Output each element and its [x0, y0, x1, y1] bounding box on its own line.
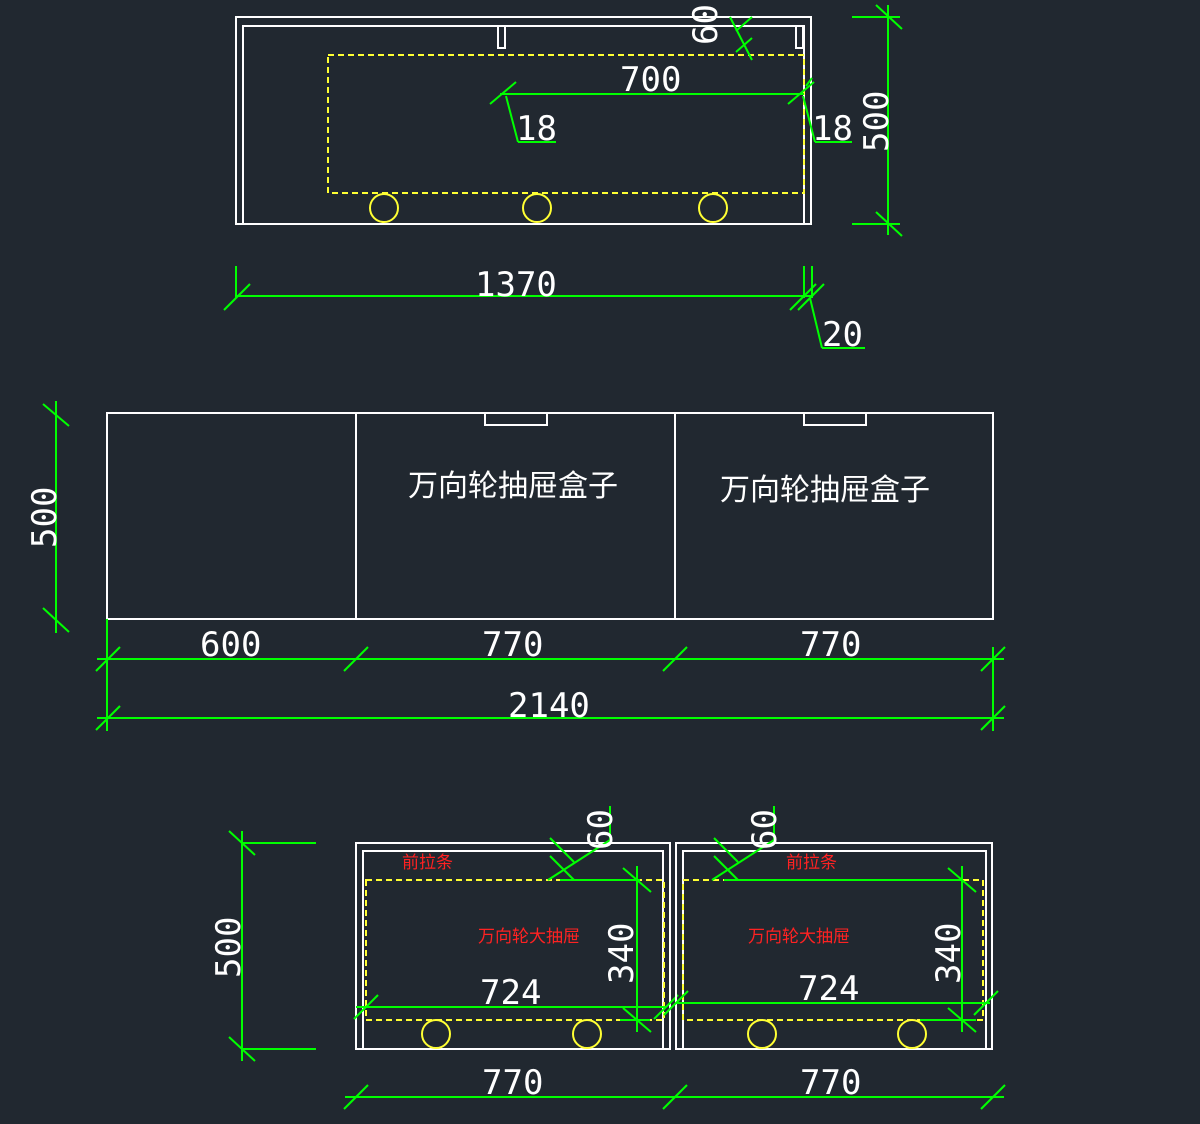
top-dim-500-text: 500 — [857, 91, 897, 152]
top-dim-18-right-text: 18 — [812, 109, 853, 149]
bottom-unit-1-dim-724: 724 — [353, 973, 679, 1020]
top-divider-tab-right — [795, 25, 804, 49]
front-rail-label: 前拉条 — [402, 853, 453, 873]
top-dim-20: 20 — [809, 297, 865, 355]
middle-handle-slot — [803, 412, 867, 426]
top-divider-tab-left — [497, 25, 506, 49]
top-drawer-dashed-outline — [327, 54, 805, 194]
bottom-unit-1-dim-60-text: 60 — [581, 809, 621, 850]
top-dim-1370-text: 1370 — [475, 265, 557, 305]
bottom-dim-widths: 770 770 — [343, 1063, 1006, 1110]
bottom-unit-outline — [675, 842, 993, 1050]
top-view: 60 700 18 18 500 — [223, 4, 903, 355]
top-dim-700: 700 — [489, 60, 815, 105]
bottom-unit-1-dim-724-text: 724 — [480, 973, 541, 1013]
bottom-unit-1-dim-340-text: 340 — [602, 923, 642, 984]
caster-wheel — [369, 193, 399, 223]
top-dim-18-right: 18 — [802, 95, 853, 149]
middle-cabinet-outline — [106, 412, 994, 620]
top-dim-60: 60 — [686, 4, 753, 61]
caster-wheel — [421, 1019, 451, 1049]
bottom-unit-outline — [355, 842, 671, 1050]
top-dim-18-left-text: 18 — [516, 109, 557, 149]
bottom-view: 500 前拉条 万向轮大抽屉 60 724 — [209, 806, 1006, 1110]
middle-dim-2140-text: 2140 — [508, 686, 590, 726]
middle-dim-500-text: 500 — [25, 487, 65, 548]
bottom-unit-2-dim-60-text: 60 — [745, 809, 785, 850]
middle-view: 万向轮抽屉盒子 万向轮抽屉盒子 500 600 770 770 — [25, 401, 1006, 731]
bottom-unit-2-dim-724: 724 — [663, 969, 999, 1016]
top-cabinet-outline — [235, 16, 812, 225]
middle-dim-500: 500 — [25, 401, 70, 633]
top-dim-60-text: 60 — [686, 4, 726, 45]
bottom-drawer-unit-2: 前拉条 万向轮大抽屉 60 724 340 — [663, 806, 999, 1050]
middle-handle-slot — [484, 412, 548, 426]
middle-dim-segments: 600 770 770 — [95, 619, 1006, 731]
caster-wheel — [747, 1019, 777, 1049]
bottom-unit-2-dim-340: 340 — [920, 866, 977, 1033]
caster-wheel — [572, 1019, 602, 1049]
bottom-unit-inner-frame — [362, 850, 664, 1049]
bottom-unit-1-dim-60: 60 — [547, 806, 640, 881]
top-dim-700-text: 700 — [620, 60, 681, 100]
bottom-unit-2-dim-340-text: 340 — [929, 923, 969, 984]
drawer-label: 万向轮大抽屉 — [748, 927, 850, 947]
bottom-dim-770-text: 770 — [800, 1063, 861, 1103]
top-dim-1370: 1370 — [223, 265, 825, 311]
top-dim-18-left: 18 — [505, 95, 557, 149]
bottom-unit-2-dim-60: 60 — [711, 806, 962, 881]
middle-dim-770-text: 770 — [800, 625, 861, 665]
bottom-unit-1-dim-340: 340 — [602, 866, 652, 1033]
top-dim-20-text: 20 — [822, 315, 863, 355]
caster-wheel — [522, 193, 552, 223]
middle-dim-2140: 2140 — [95, 686, 1006, 731]
front-rail-label: 前拉条 — [786, 853, 837, 873]
top-dim-500: 500 — [852, 4, 903, 237]
drawer-label: 万向轮大抽屉 — [478, 927, 580, 947]
caster-wheel — [897, 1019, 927, 1049]
middle-box-label-1: 万向轮抽屉盒子 — [408, 469, 618, 504]
bottom-dim-500: 500 — [209, 830, 316, 1062]
bottom-unit-2-dim-724-text: 724 — [798, 969, 859, 1009]
middle-dim-770-text: 770 — [482, 625, 543, 665]
bottom-dim-770-text: 770 — [482, 1063, 543, 1103]
bottom-dim-500-text: 500 — [209, 917, 249, 978]
bottom-drawer-unit-1: 前拉条 万向轮大抽屉 60 724 340 — [353, 806, 679, 1050]
middle-box-label-2: 万向轮抽屉盒子 — [720, 473, 930, 508]
caster-wheel — [698, 193, 728, 223]
bottom-drawer-dashed-outline — [365, 879, 665, 1021]
middle-dim-600-text: 600 — [200, 625, 261, 665]
